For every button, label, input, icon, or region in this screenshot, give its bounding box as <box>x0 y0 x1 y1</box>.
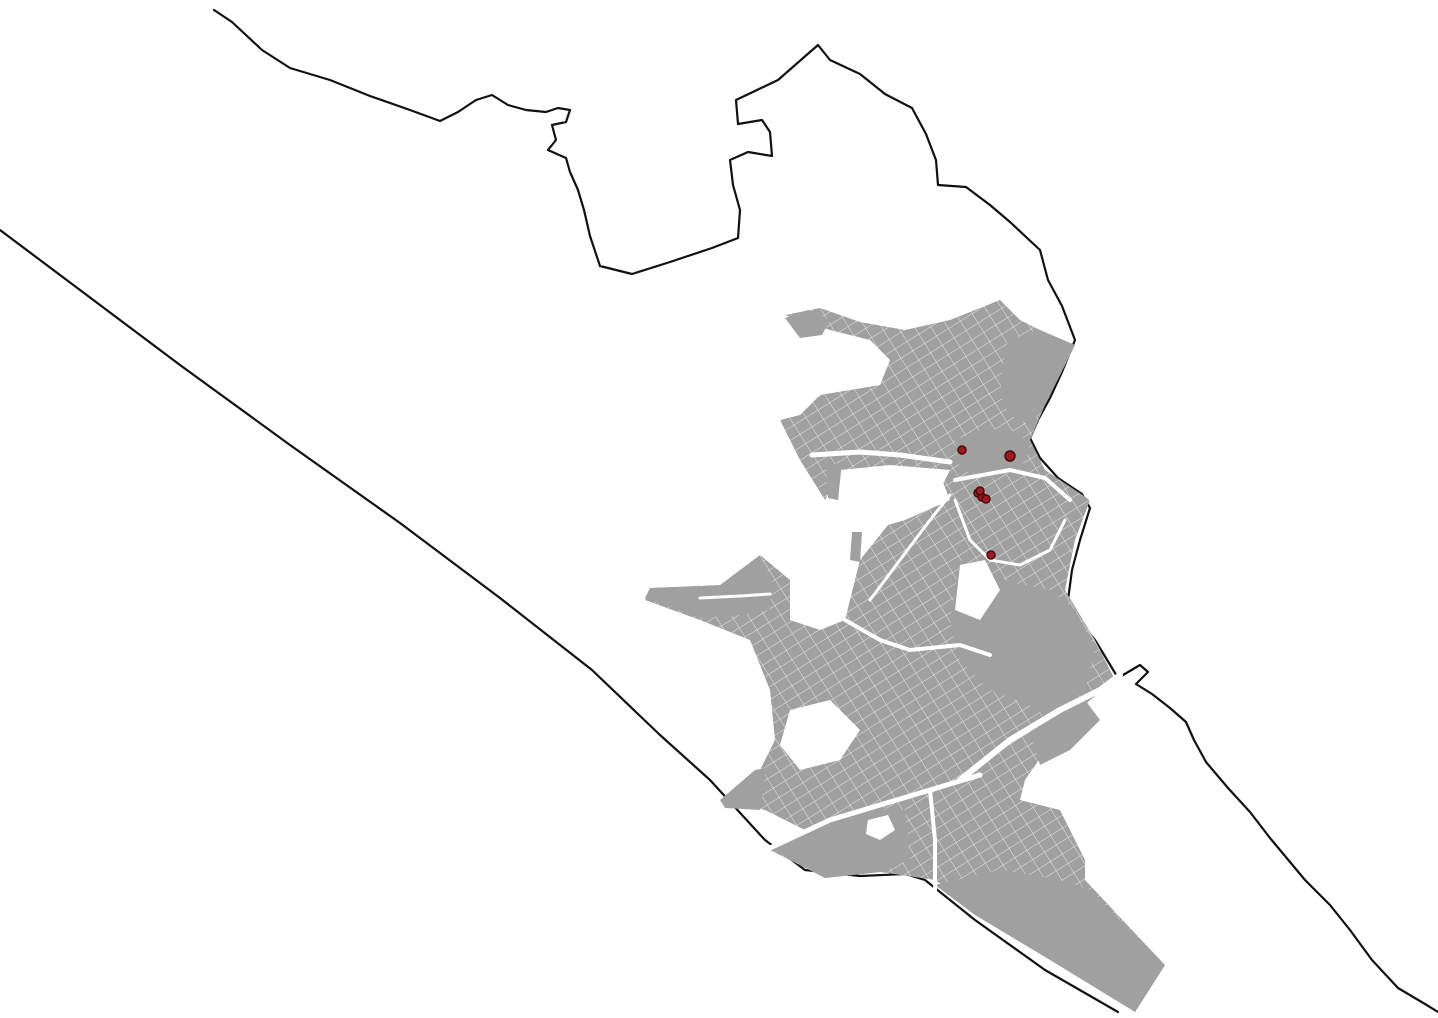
small-isolated-parcel-a <box>826 462 842 500</box>
road-west-spur <box>698 592 772 600</box>
point-marker[interactable] <box>975 486 985 496</box>
road-diagonal <box>868 493 952 602</box>
urban-void-central <box>955 560 1000 620</box>
southern-large-parcel <box>935 870 1165 1012</box>
point-markers-layer <box>957 445 1016 560</box>
main-road-north <box>809 449 953 465</box>
eastern-park-area <box>1000 330 1075 425</box>
road-inner-loop <box>953 498 1067 567</box>
urban-void-west <box>850 470 950 530</box>
coastline-boundary <box>0 228 1120 1014</box>
west-wedge-area <box>645 556 772 618</box>
main-road-southeast <box>957 672 1123 783</box>
main-road-south <box>767 772 983 851</box>
point-marker[interactable] <box>957 445 967 455</box>
road-central-west <box>843 618 992 657</box>
north-outlying-blocks <box>785 310 830 338</box>
ring-road-center <box>953 468 1072 502</box>
urban-area <box>645 300 1165 1012</box>
urban-void-south <box>780 700 860 770</box>
point-marker[interactable] <box>1004 450 1016 462</box>
small-isolated-parcel-c <box>720 768 766 810</box>
southeast-strip-area <box>1030 700 1100 765</box>
central-park-area <box>955 428 1030 478</box>
point-marker[interactable] <box>986 550 996 560</box>
municipal-boundary <box>212 8 1438 1014</box>
road-network <box>698 449 1123 892</box>
urban-void-lake <box>866 815 895 840</box>
point-marker[interactable] <box>981 494 991 504</box>
road-south-trunk <box>928 788 937 892</box>
small-isolated-parcel-b <box>850 532 862 562</box>
